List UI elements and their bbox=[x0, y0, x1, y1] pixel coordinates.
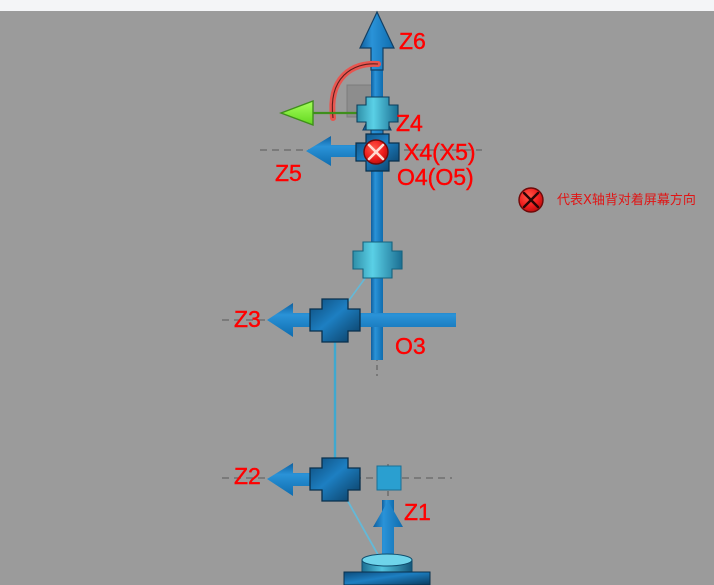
label-z3: Z3 bbox=[234, 306, 261, 332]
z1-axis-arrow bbox=[373, 501, 403, 563]
z3-axis-arrow bbox=[267, 303, 456, 337]
label-o3: O3 bbox=[395, 333, 426, 359]
legend-marker-icon bbox=[518, 187, 544, 213]
cross-joint-x4 bbox=[355, 133, 400, 172]
label-x4-x5: X4(X5) bbox=[404, 139, 476, 165]
z5-axis-arrow bbox=[306, 136, 372, 166]
cylinder-base bbox=[343, 553, 431, 585]
label-z1: Z1 bbox=[404, 499, 431, 525]
label-z4: Z4 bbox=[396, 110, 423, 136]
cross-joint-z3 bbox=[309, 298, 361, 343]
label-z5: Z5 bbox=[275, 160, 302, 186]
square-marker-z1 bbox=[376, 465, 402, 491]
main-vertical-shaft bbox=[371, 24, 383, 360]
cross-joint-mid bbox=[352, 241, 403, 279]
rotation-arc-outline bbox=[331, 63, 379, 119]
cross-joint-z2 bbox=[309, 457, 361, 502]
z6-axis-arrow bbox=[359, 10, 395, 71]
label-o4-o5: O4(O5) bbox=[397, 164, 474, 190]
label-z2: Z2 bbox=[234, 463, 261, 489]
legend-text: 代表X轴背对着屏幕方向 bbox=[557, 193, 696, 208]
label-z6: Z6 bbox=[399, 28, 426, 54]
cross-joint-z4 bbox=[356, 96, 399, 131]
top-strip bbox=[0, 0, 714, 11]
